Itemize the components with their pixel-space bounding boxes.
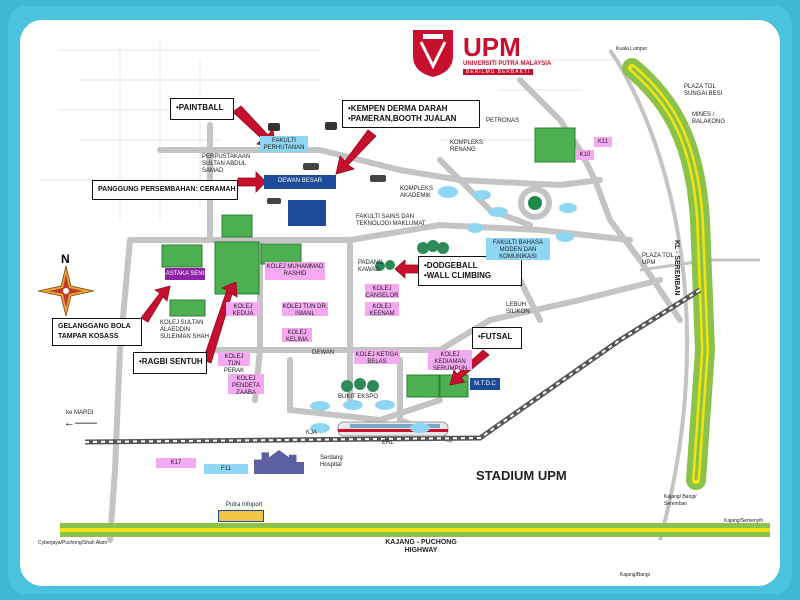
compass-rose: N (38, 252, 94, 316)
logo-motto: BERILMU BERBAKTI (463, 69, 534, 75)
kajang-semenyih-label: Kajang/Semenyih (724, 518, 764, 524)
callout-ragbi: •RAGBI SENTUH (133, 352, 207, 374)
erl-train-icon (337, 421, 449, 437)
callout-futsal-text: •FUTSAL (478, 332, 513, 341)
kolej-kediaman-serumpun: KOLEJ KEDIAMAN SERUMPUN (428, 350, 472, 372)
sports-fields (161, 127, 576, 398)
kajang-bangi-label: Kajang/Bangi (620, 572, 650, 578)
fakulti-sains-label: FAKULTI SAINS DAN TEKNOLOGI MAKLUMAT (356, 214, 426, 227)
callout-panggung-text: PANGGUNG PERSEMBAHAN: CERAMAH (98, 186, 236, 193)
kolej-muhammad-rashid: KOLEJ MUHAMMAD RASHID (265, 262, 325, 280)
padang-kawad-label: PADANG KAWAD (358, 260, 383, 273)
compass-icon (38, 266, 94, 316)
map-panel: UPM UNIVERSITI PUTRA MALAYSIA BERILMU BE… (20, 20, 780, 586)
callout-paintball-text: •PAINTBALL (176, 103, 224, 112)
highway-label: KAJANG - PUCHONG HIGHWAY (376, 539, 466, 555)
kolej-pendeta-zaaba: KOLEJ PENDETA ZAABA (228, 374, 264, 396)
railway-line (84, 287, 702, 445)
dewan-besar-block (288, 200, 326, 226)
callout-paintball: •PAINTBALL (170, 98, 234, 120)
callout-dodgeball-line1: •DODGEBALL (424, 261, 478, 270)
perpustakaan-text: PERPUSTAKAAN SULTAN ABDUL SAMAD (202, 154, 251, 174)
callout-ragbi-text: •RAGBI SENTUH (139, 357, 203, 366)
k17-block: K17 (156, 458, 196, 468)
kolej-keenam: KOLEJ KEENAM (365, 302, 399, 317)
highway-label-line1: KAJANG - PUCHONG (385, 539, 457, 546)
bukit-ekspo-label: BUKIT EKSPO (338, 394, 378, 400)
highway-label-line2: HIGHWAY (404, 547, 438, 554)
petronas-label: PETRONAS (486, 118, 520, 124)
callout-kempen-line2: •PAMERAN,BOOTH JUALAN (348, 114, 457, 123)
ke-mardi-arrow-icon: ←—— (64, 417, 97, 429)
callout-futsal: •FUTSAL (472, 327, 522, 349)
campus-map-graphic (40, 40, 770, 543)
erl-label: ERL (382, 440, 394, 446)
kolej-tun-ismail: KOLEJ TUN DR. ISMAIL (282, 302, 328, 317)
tree-icons (341, 240, 449, 392)
k11-block: K11 (594, 137, 612, 147)
parking-car-icons (267, 163, 386, 204)
upm-crest-icon (413, 30, 453, 77)
compass-north-label: N (61, 252, 70, 266)
kompleks-renang-label: KOMPLEKS RENANG (450, 140, 484, 153)
callout-dodgeball-line2: •WALL CLIMBING (424, 271, 492, 280)
serdang-hospital-label: Serdang Hospital (320, 455, 343, 468)
lebuh-silikon-label: LEBUH SILIKON (506, 302, 530, 315)
upm-logo: UPM UNIVERSITI PUTRA MALAYSIA BERILMU BE… (409, 28, 559, 80)
logo-brand: UPM (463, 32, 521, 62)
putra-infoport-label: Putra Infoport (226, 502, 263, 508)
fakulti-bahasa: FAKULTI BAHASA MODEN DAN KOMUNIKASI (486, 238, 550, 260)
putra-infoport-block (218, 510, 264, 522)
kolej-ketiga-belas: KOLEJ KETIGA BELAS (354, 350, 400, 365)
astaka-seni: ASTAKA SENI (165, 268, 205, 280)
plaza-tol-upm-label: PLAZA TOL UPM (642, 253, 674, 266)
fakulti-perhutanan: FAKULTI PERHUTANAN (260, 136, 308, 152)
dewan-label: DEWAN (312, 350, 335, 356)
right-curve-road (608, 48, 690, 541)
kajang-bangi-seremban-label: Kajang/ Bangi/ Seremban (664, 494, 697, 507)
kompleks-akademik-label: KOMPLEKS AKADEMIK (400, 186, 434, 199)
plaza-sungai-besi-label: PLAZA TOL SUNGAI BESI (684, 84, 723, 97)
callout-dodgeball: •DODGEBALL •WALL CLIMBING (418, 256, 522, 286)
cyberjaya-label: Cyberjaya/Puchong/Shah Alam (38, 540, 108, 546)
perpustakaan-label: PERPUSTAKAAN SULTAN ABDUL SAMAD (202, 154, 262, 175)
callout-kempen-line1: •KEMPEN DERMA DARAH (348, 104, 448, 113)
kuala-lumpur-label: Kuala Lumpur (616, 46, 648, 52)
callout-panggung: PANGGUNG PERSEMBAHAN: CERAMAH (92, 180, 238, 200)
kja-label: KJA (306, 430, 318, 436)
mtdc-block: M.T.D.C (470, 378, 500, 390)
ornamental-ovals (310, 186, 577, 433)
kl-seremban-highway (622, 58, 716, 490)
roundabout-mosque-icon (528, 196, 542, 210)
kolej-tun-perak: KOLEJ TUN PERAK (218, 352, 250, 374)
callout-gelanggang-line1: GELANGGANG BOLA (58, 323, 131, 330)
kolej-sultan-label: KOLEJ SULTAN ALAEDDIN SULEIMAN SHAH (160, 320, 210, 340)
f11-block: F11 (204, 464, 248, 474)
ke-mardi-label: ke MARDI (66, 410, 94, 416)
callout-gelanggang-line2: TAMPAR KOSASS (58, 333, 119, 340)
kolej-kedua: KOLEJ KEDUA (226, 302, 260, 317)
k10-block: K10 (576, 150, 594, 160)
dewan-besar: DEWAN BESAR (264, 175, 336, 189)
kolej-kelima: KOLEJ KELIMA (282, 328, 312, 343)
kolej-canselor: KOLEJ CANSELOR (365, 284, 399, 299)
mines-balakong-label: MINES / BALAKONG (692, 112, 726, 125)
callout-gelanggang: GELANGGANG BOLA TAMPAR KOSASS (52, 318, 142, 346)
kl-seremban-label: KL - SEREMBAN (673, 240, 680, 296)
callout-kempen: •KEMPEN DERMA DARAH •PAMERAN,BOOTH JUALA… (342, 100, 480, 128)
logo-subtitle: UNIVERSITI PUTRA MALAYSIA (463, 61, 552, 67)
stadium-upm-label: STADIUM UPM (476, 468, 567, 483)
bus-icons (268, 122, 337, 131)
